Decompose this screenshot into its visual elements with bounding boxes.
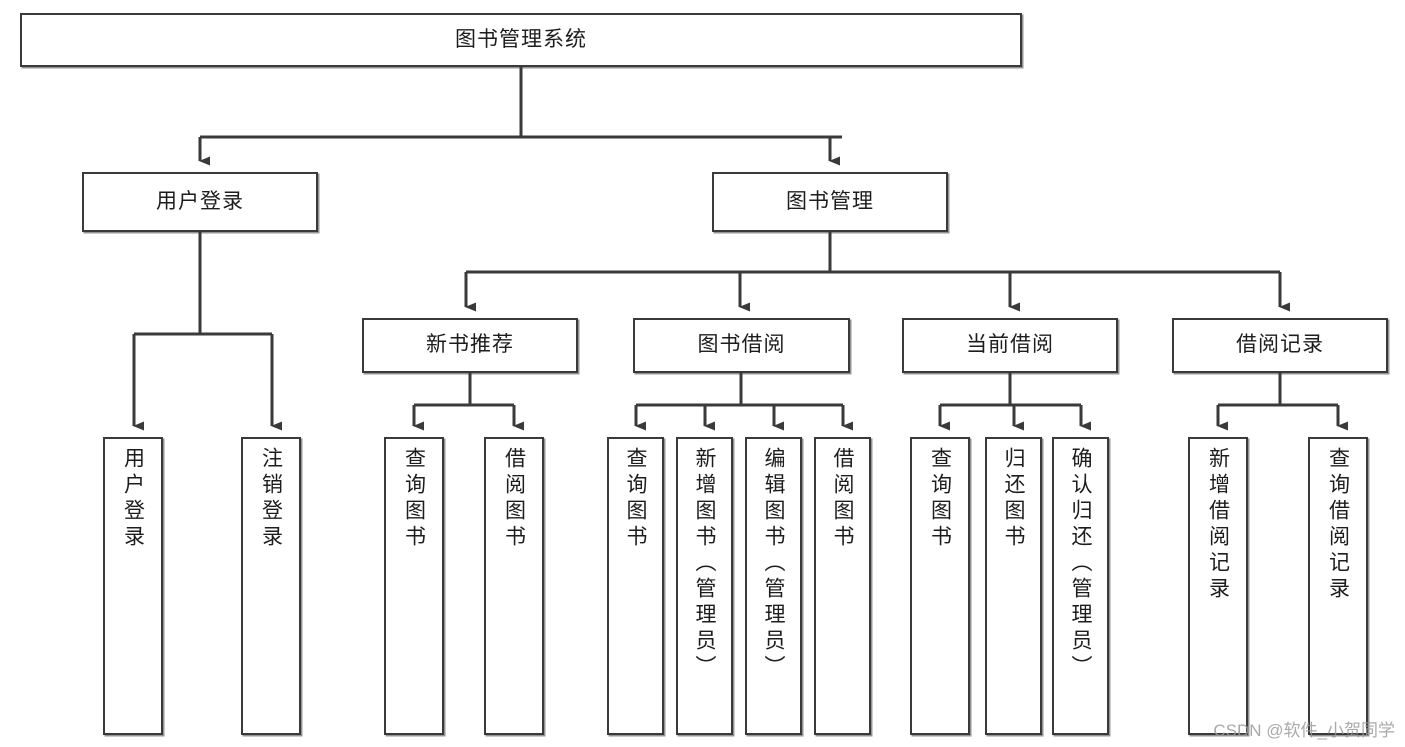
node-leaf-confirm-return-admin-label: 确认归还（管理员） <box>1069 447 1092 681</box>
node-leaf-borrow-book-new[interactable]: 借阅图书 <box>484 437 544 735</box>
node-current-borrow[interactable]: 当前借阅 <box>902 318 1118 373</box>
node-leaf-query-book-new[interactable]: 查询图书 <box>384 437 444 735</box>
node-leaf-return-book-label: 归还图书 <box>1002 447 1025 551</box>
node-borrow-record-label: 借阅记录 <box>1236 333 1324 357</box>
csdn-watermark: CSDN @软件_小贺同学 <box>1213 721 1395 740</box>
node-book-management[interactable]: 图书管理 <box>712 172 948 232</box>
node-leaf-query-book-current[interactable]: 查询图书 <box>910 437 970 735</box>
node-leaf-add-book-admin-label: 新增图书（管理员） <box>693 447 716 681</box>
node-leaf-edit-book-admin-label: 编辑图书（管理员） <box>762 447 785 681</box>
node-leaf-return-book[interactable]: 归还图书 <box>985 437 1042 735</box>
node-leaf-edit-book-admin[interactable]: 编辑图书（管理员） <box>745 437 802 735</box>
node-book-borrow-label: 图书借阅 <box>697 333 786 357</box>
node-leaf-query-borrow-record-label: 查询借阅记录 <box>1326 447 1350 603</box>
node-book-borrow[interactable]: 图书借阅 <box>633 318 850 373</box>
node-leaf-user-logout-label: 注销登录 <box>259 447 283 551</box>
node-leaf-user-login-label: 用户登录 <box>121 447 145 551</box>
node-leaf-add-borrow-record[interactable]: 新增借阅记录 <box>1188 437 1248 735</box>
node-root[interactable]: 图书管理系统 <box>20 13 1022 67</box>
node-leaf-query-book-borrow-label: 查询图书 <box>624 447 647 551</box>
node-leaf-query-book-borrow[interactable]: 查询图书 <box>607 437 664 735</box>
node-leaf-add-borrow-record-label: 新增借阅记录 <box>1206 447 1230 603</box>
node-leaf-borrow-book-new-label: 借阅图书 <box>502 447 526 551</box>
node-leaf-add-book-admin[interactable]: 新增图书（管理员） <box>676 437 733 735</box>
node-borrow-record[interactable]: 借阅记录 <box>1172 318 1388 373</box>
node-root-label: 图书管理系统 <box>455 27 587 51</box>
node-user-login-label: 用户登录 <box>156 189 244 213</box>
node-book-management-label: 图书管理 <box>786 189 874 213</box>
node-leaf-user-login[interactable]: 用户登录 <box>103 437 163 735</box>
node-current-borrow-label: 当前借阅 <box>966 333 1054 357</box>
node-leaf-user-logout[interactable]: 注销登录 <box>241 437 301 735</box>
node-new-book-recommend[interactable]: 新书推荐 <box>362 318 578 373</box>
node-new-book-recommend-label: 新书推荐 <box>426 333 514 357</box>
node-leaf-borrow-book[interactable]: 借阅图书 <box>814 437 871 735</box>
node-leaf-query-book-new-label: 查询图书 <box>402 447 426 551</box>
node-leaf-confirm-return-admin[interactable]: 确认归还（管理员） <box>1052 437 1109 735</box>
node-leaf-borrow-book-label: 借阅图书 <box>831 447 854 551</box>
node-leaf-query-borrow-record[interactable]: 查询借阅记录 <box>1308 437 1368 735</box>
node-leaf-query-book-current-label: 查询图书 <box>928 447 952 551</box>
node-user-login[interactable]: 用户登录 <box>82 172 318 232</box>
